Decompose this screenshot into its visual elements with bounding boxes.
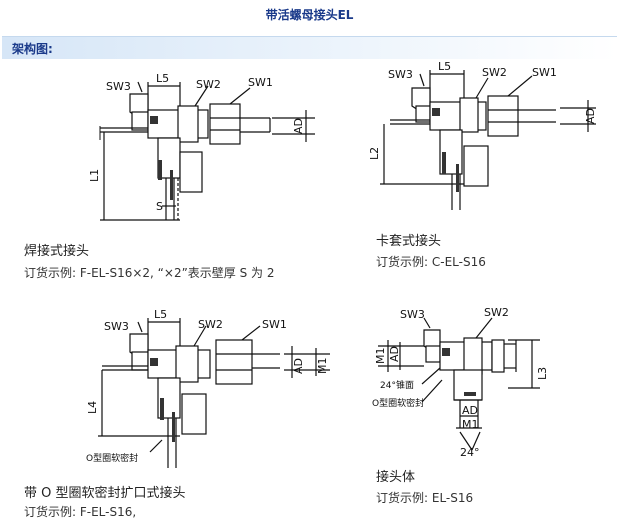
section-label: 架构图: bbox=[12, 42, 53, 56]
body-m1-label: M1 bbox=[374, 348, 387, 365]
weld-sw2-label: SW2 bbox=[196, 78, 221, 91]
body-angle-label: 24° bbox=[460, 446, 480, 459]
body-seal-label: O型圈软密封 bbox=[372, 397, 424, 409]
weld-s-label: S bbox=[156, 200, 163, 213]
oring-sw3-label: SW3 bbox=[104, 320, 129, 333]
ferrule-fitting-diagram: SW3 L5 SW2 SW1 AD L2 bbox=[368, 60, 597, 210]
body-ad2-label: AD bbox=[462, 404, 478, 417]
ferrule-sw3-label: SW3 bbox=[388, 68, 413, 81]
oring-sw2-label: SW2 bbox=[198, 318, 223, 331]
body-l3-label: L3 bbox=[536, 367, 549, 380]
body-caption: 接头体 bbox=[376, 470, 416, 485]
body-order-example: 订货示例: EL-S16 bbox=[376, 491, 474, 505]
weld-fitting-diagram: SW3 L5 SW2 SW1 AD L1 S bbox=[88, 72, 315, 221]
weld-ad-label: AD bbox=[292, 118, 305, 134]
oring-fitting-diagram: SW3 L5 SW2 SW1 AD M1 L4 O型圈软密封 bbox=[86, 308, 330, 468]
oring-l5-label: L5 bbox=[154, 308, 167, 321]
weld-l5-label: L5 bbox=[156, 72, 169, 85]
body-fitting-diagram: SW3 SW2 M1 AD L3 24°锥面 O型圈软密封 AD M1 24° bbox=[372, 306, 549, 459]
weld-sw3-label: SW3 bbox=[106, 80, 131, 93]
oring-sw1-label: SW1 bbox=[262, 318, 287, 331]
oring-order-example: 订货示例: F-EL-S16, bbox=[24, 505, 137, 519]
ferrule-ad-label: AD bbox=[584, 108, 597, 124]
oring-ad-label: AD bbox=[292, 358, 305, 374]
weld-order-example: 订货示例: F-EL-S16×2, “×2”表示壁厚 S 为 2 bbox=[24, 266, 275, 280]
ferrule-l5-label: L5 bbox=[438, 60, 451, 73]
body-sw3-label: SW3 bbox=[400, 308, 425, 321]
ferrule-caption: 卡套式接头 bbox=[376, 234, 442, 249]
oring-l4-label: L4 bbox=[86, 401, 99, 414]
body-m1b-label: M1 bbox=[462, 418, 479, 431]
page-title: 带活螺母接头EL bbox=[265, 8, 354, 22]
oring-seal-label: O型圈软密封 bbox=[86, 452, 138, 464]
ferrule-sw2-label: SW2 bbox=[482, 66, 507, 79]
body-cone-label: 24°锥面 bbox=[380, 379, 414, 391]
ferrule-l2-label: L2 bbox=[368, 147, 381, 160]
oring-m1-label: M1 bbox=[316, 358, 329, 375]
ferrule-sw1-label: SW1 bbox=[532, 66, 557, 79]
body-sw2-label: SW2 bbox=[484, 306, 509, 319]
weld-caption: 焊接式接头 bbox=[24, 244, 90, 259]
weld-sw1-label: SW1 bbox=[248, 76, 273, 89]
oring-caption: 带 O 型圈软密封扩口式接头 bbox=[24, 486, 186, 501]
body-ad-label: AD bbox=[388, 346, 401, 362]
section-header: 架构图: bbox=[2, 36, 617, 59]
ferrule-order-example: 订货示例: C-EL-S16 bbox=[376, 255, 486, 269]
weld-l1-label: L1 bbox=[88, 169, 101, 182]
